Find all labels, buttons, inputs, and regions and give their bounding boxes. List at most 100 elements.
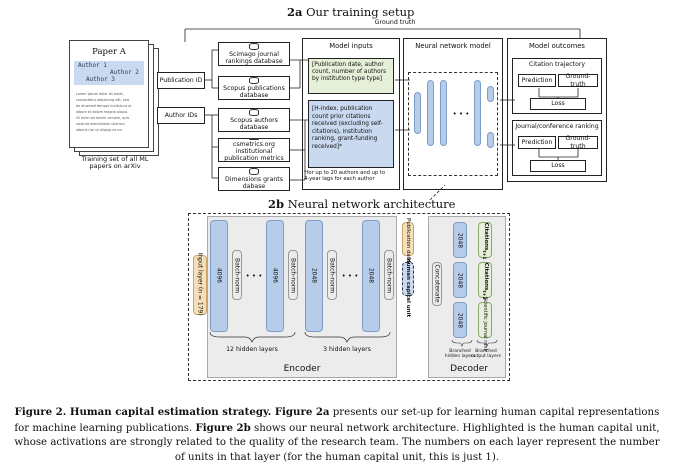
encoder-dots: • • •	[245, 272, 263, 280]
database-icon	[249, 109, 259, 116]
nn-dots: • • •	[452, 110, 470, 118]
input-layer-label: Input layer (n = 179)	[196, 252, 204, 316]
fig2b-title: 2b Neural network architecture	[268, 197, 456, 211]
nn-model-title: Neural network model	[415, 42, 491, 50]
publication-date-label: Publication date	[405, 218, 411, 263]
encoder-layer-4096	[266, 220, 284, 332]
nn-model-dashed	[408, 72, 498, 176]
journal-rank-label: Scientific journal rank	[482, 297, 488, 352]
batch-norm-layer	[384, 250, 394, 300]
paper-author-3: Author 3	[86, 76, 115, 83]
author-ids-box: Author IDs	[157, 107, 205, 124]
encoder-label: Encoder	[283, 364, 321, 374]
publication-date-layer	[402, 222, 414, 256]
branched-hidden-layer	[453, 222, 467, 258]
ground-truth-box: Ground-truth	[558, 135, 598, 150]
hidden-layer-braces	[209, 331, 391, 343]
fig2b-dashed-frame	[188, 213, 510, 381]
paper-body: Lorem ipsum dolor sit amet, consectetur …	[76, 92, 132, 132]
paper-a: Paper A Author 1 Author 2 Author 3 Lorem…	[69, 40, 149, 148]
input-layer	[193, 255, 207, 315]
inputs-footnote: *for up to 20 authors and up to 4-year l…	[304, 170, 386, 182]
nn-layer	[414, 92, 421, 134]
paper-caption: Training set of all ML papers on arXiv	[81, 155, 149, 171]
decoder-label: Decoder	[450, 364, 488, 374]
output-citations-t1	[478, 222, 492, 258]
nn-output-layer	[487, 86, 494, 102]
loss-box: Loss	[530, 98, 586, 110]
prediction-box: Prediction	[518, 136, 556, 149]
units-label: 2048	[456, 312, 464, 329]
hidden-12-label: 12 hidden layers	[226, 346, 278, 353]
model-outcomes-panel	[507, 38, 607, 182]
input-blue-box: [H-index, publication count prior citati…	[308, 100, 394, 168]
units-label: 2048	[456, 272, 464, 289]
output-journal-rank	[478, 302, 492, 338]
batch-norm-layer	[327, 250, 337, 300]
database-icon	[249, 77, 259, 84]
nn-model-panel	[403, 38, 503, 190]
batch-norm-label: Batch-norm	[328, 257, 336, 294]
paper-author-1: Author 1	[78, 62, 107, 69]
model-inputs-title: Model inputs	[329, 42, 373, 50]
encoder-dots: • • •	[341, 272, 359, 280]
encoder-layer-4096	[210, 220, 228, 332]
loss-box: Loss	[530, 160, 586, 172]
fig2a-title: 2a Our training setup	[287, 5, 415, 19]
model-inputs-panel	[302, 38, 400, 190]
journal-ranking-panel	[512, 120, 602, 176]
concatenate-label: Concatenate	[433, 264, 441, 303]
publication-id-box: Publication ID	[157, 72, 205, 89]
units-label: 2048	[310, 267, 318, 284]
model-outcomes-title: Model outcomes	[529, 42, 585, 50]
prediction-box: Prediction	[518, 74, 556, 87]
figure-caption: Figure 2. Human capital estimation strat…	[14, 406, 660, 463]
units-label: 4096	[271, 267, 279, 284]
nn-layer	[440, 80, 447, 146]
hidden-3-label: 3 hidden layers	[323, 346, 371, 353]
paper-title: Paper A	[92, 47, 126, 57]
output-citations-t2	[478, 262, 492, 298]
ground-truth-label: Ground truth	[374, 19, 416, 26]
citations-t1-label: Citationst+1	[480, 222, 490, 260]
human-capital-unit	[402, 262, 414, 296]
decoder-braces	[451, 339, 498, 347]
paper-author-2: Author 2	[110, 69, 139, 76]
batch-norm-layer	[288, 250, 298, 300]
citation-trajectory-panel	[512, 58, 602, 114]
input-green-box: [Publication date, author count, number …	[308, 58, 394, 94]
units-label: 2048	[367, 267, 375, 284]
fig2a-connectors	[160, 28, 581, 200]
human-capital-label: Human capital unit	[405, 258, 411, 318]
branched-hidden-layer	[453, 302, 467, 338]
nn-layer	[474, 80, 481, 146]
citation-trajectory-title: Citation trajectory	[528, 61, 586, 68]
concatenate-layer	[432, 262, 442, 306]
database-icon	[249, 137, 259, 140]
encoder-layer-2048	[305, 220, 323, 332]
batch-norm-label: Batch-norm	[233, 257, 241, 294]
units-label: 2048	[456, 232, 464, 249]
nn-output-layer	[487, 132, 494, 148]
citations-t2-label: Citationst+2	[480, 262, 490, 300]
batch-norm-layer	[232, 250, 242, 300]
batch-norm-label: Batch-norm	[385, 257, 393, 294]
database-icon	[249, 43, 259, 50]
encoder-layer-2048	[362, 220, 380, 332]
branched-hidden-layer	[453, 262, 467, 298]
units-label: 4096	[215, 267, 223, 284]
ground-truth-box: Ground-truth	[558, 73, 598, 88]
database-icon	[249, 168, 259, 175]
journal-ranking-title: Journal/conference ranking	[515, 123, 599, 130]
nn-layer	[427, 80, 434, 146]
batch-norm-label: Batch-norm	[289, 257, 297, 294]
paper-authors-highlight	[74, 61, 144, 85]
